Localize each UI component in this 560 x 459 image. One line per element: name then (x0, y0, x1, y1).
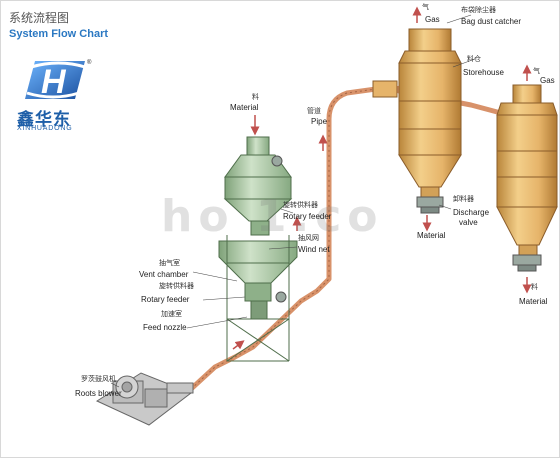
bag-dust-catcher-cn: 布袋除尘器 (461, 6, 496, 14)
storehouse-label: Storehouse (463, 68, 504, 77)
rotary-feeder-cn: 旋转供料器 (159, 282, 194, 290)
rotary-feeder-top-cn: 旋转供料器 (283, 201, 318, 209)
storehouse-cn: 料仓 (467, 55, 481, 63)
brand-name-english: XINHUADONG (17, 125, 73, 132)
svg-text:H: H (41, 63, 67, 101)
vent-chamber-label: Vent chamber (139, 270, 189, 279)
discharge-valve-2 (512, 254, 542, 272)
discharge-valve-label-2: valve (459, 218, 478, 227)
rotary-feeder-top-label: Rotary feeder (283, 212, 332, 221)
material-out-2-cn: 料 (531, 283, 538, 291)
gas2-label: Gas (540, 76, 555, 85)
company-logo: H (25, 61, 86, 101)
rotary-feeder-top-motor (271, 155, 283, 167)
wind-net-cn: 抽风网 (298, 234, 319, 242)
registered-mark: ® (87, 60, 92, 66)
material-out-1-label: Material (417, 231, 446, 240)
storehouse-silo (398, 28, 462, 198)
leader-lines (110, 14, 476, 388)
discharge-valve-1 (416, 196, 444, 214)
title-english: System Flow Chart (9, 28, 109, 40)
gas2-cn: 气 (533, 67, 540, 75)
tee-joint (372, 80, 398, 98)
roots-blower-cn: 罗茨鼓风机 (81, 375, 116, 383)
right-silo (496, 84, 558, 256)
material-in-label: Material (230, 103, 259, 112)
feed-nozzle-label: Feed nozzle (143, 323, 187, 332)
vent-chamber-cn: 抽气室 (159, 259, 180, 267)
wind-net-label: Wind net (298, 245, 330, 254)
pipe-cn: 管道 (307, 107, 321, 115)
discharge-valve-label-1: Discharge (453, 208, 490, 217)
discharge-valve-cn: 卸料器 (453, 195, 474, 203)
feed-nozzle-cn: 加速室 (161, 310, 182, 318)
gas-label: Gas (425, 15, 440, 24)
brand-name-chinese: 鑫华东 (17, 110, 71, 130)
roots-blower (95, 372, 194, 426)
watermark: ho 1.co (161, 191, 384, 242)
feeder-tower (218, 136, 298, 362)
rotary-feeder-motor (275, 291, 287, 303)
flow-arrows (250, 6, 532, 294)
material-out-2-label: Material (519, 297, 548, 306)
bag-dust-catcher-label: Bag dust catcher (461, 17, 522, 26)
gas-cn: 气 (422, 3, 429, 11)
rotary-feeder-label: Rotary feeder (141, 295, 190, 304)
title-chinese: 系统流程图 (9, 11, 70, 25)
pipe-label: Pipe (311, 117, 328, 126)
roots-blower-label: Roots blower (75, 389, 122, 398)
material-in-cn: 料 (252, 93, 259, 101)
